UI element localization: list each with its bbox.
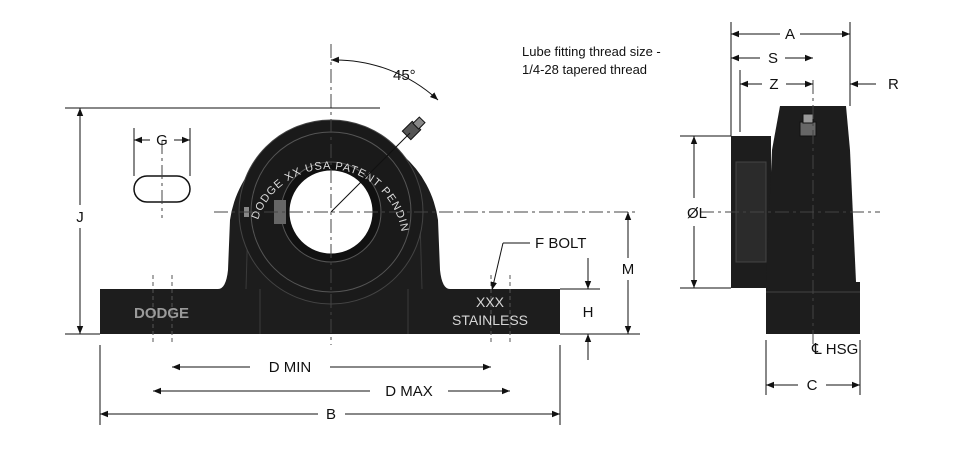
dim-m-label: M: [622, 261, 635, 278]
side-center-lines: [700, 80, 880, 345]
dim-s-label: S: [768, 50, 778, 67]
side-housing: [766, 106, 856, 282]
dim-d-max-label: D MAX: [385, 383, 433, 400]
dim-l-label: ØL: [687, 205, 707, 222]
lube-note-line2: 1/4-28 tapered thread: [522, 62, 647, 77]
angle-leader: [330, 132, 411, 213]
dim-g-label: G: [156, 132, 168, 149]
dim-z-label: Z: [769, 76, 778, 93]
dim-d-min-label: D MIN: [269, 359, 312, 376]
dim-a-label: A: [785, 26, 795, 43]
angle-arc: [330, 56, 439, 101]
dim-j-label: J: [76, 209, 84, 226]
bolt-hole-hidden-lines: [152, 275, 511, 345]
dim-h-label: H: [583, 304, 594, 321]
dim-r-label: R: [888, 76, 899, 93]
stamp-upper: XXX: [476, 294, 505, 310]
side-view: A S Z R ØL ℄ HSG C: [680, 22, 899, 395]
stamp-lower: STAINLESS: [452, 312, 528, 328]
dim-b-label: B: [326, 406, 336, 423]
lube-note: Lube fitting thread size - 1/4-28 tapere…: [522, 44, 661, 77]
grease-fitting-icon: [401, 116, 426, 141]
collar-notch: [274, 200, 286, 224]
dim-c-label: C: [807, 377, 818, 394]
brand-logo: DODGE: [134, 305, 189, 322]
side-grease-fitting-icon: [799, 113, 817, 137]
cl-hsg-label: ℄ HSG: [811, 341, 858, 358]
f-bolt-label: F BOLT: [535, 235, 586, 252]
angle-label: 45°: [393, 67, 416, 84]
lube-note-line1: Lube fitting thread size -: [522, 44, 661, 59]
